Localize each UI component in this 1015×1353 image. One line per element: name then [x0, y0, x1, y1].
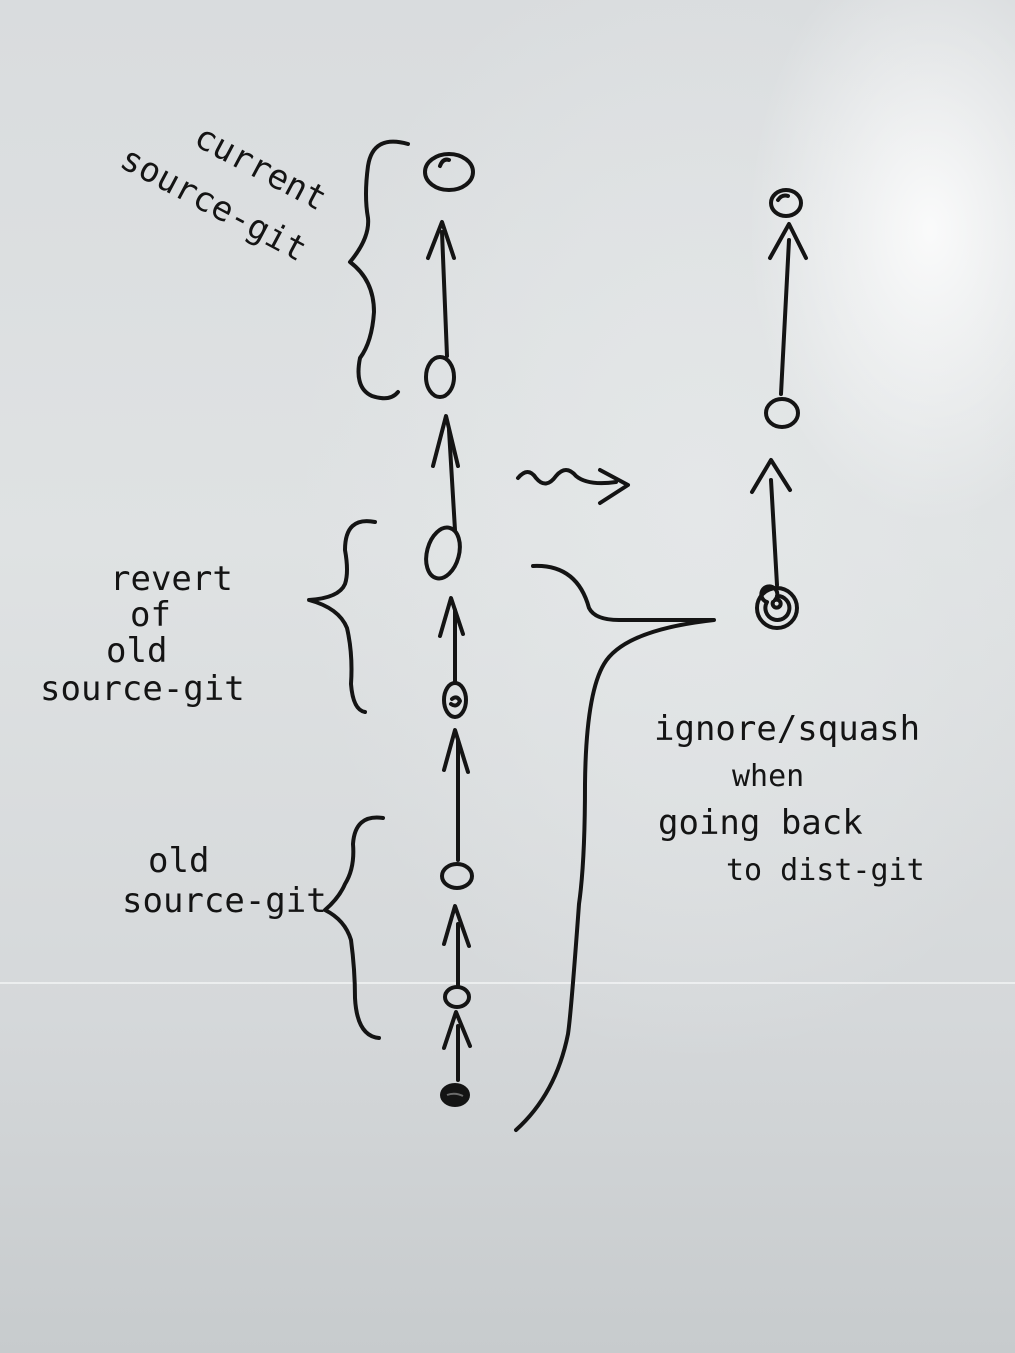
commit-node-revert-bottom — [442, 681, 468, 719]
right-node-top-tick — [776, 193, 790, 202]
commit-node-current-bottom — [424, 355, 456, 399]
label-old-source-git: source-git — [122, 881, 327, 921]
label-revert-source-git: source-git — [40, 669, 245, 709]
right-node-squashed — [755, 584, 799, 630]
right-arrow-bottom — [750, 458, 792, 587]
right-node-top — [769, 188, 803, 218]
arrow-to-current — [431, 414, 460, 532]
right-node-middle — [764, 397, 800, 429]
commit-node-old-bottom — [443, 985, 471, 1009]
brace-revert — [307, 519, 377, 714]
arrow-to-revert — [442, 728, 470, 862]
commit-node-revert-bottom-curl — [449, 695, 462, 708]
arrow-current — [426, 220, 456, 358]
transform-squiggle-arrow — [516, 468, 630, 505]
board-seam — [0, 982, 1015, 984]
brace-current — [348, 139, 410, 401]
commit-node-current-top — [423, 152, 475, 192]
note-when: when — [732, 759, 804, 794]
arrow-old — [442, 904, 471, 988]
commit-node-root — [440, 1083, 470, 1107]
commit-node-current-top-tick — [438, 157, 451, 168]
arrow-root — [442, 1010, 472, 1082]
squash-bracket — [514, 563, 716, 1132]
commit-node-old-top — [440, 862, 474, 890]
note-to-dist-git: to dist-git — [726, 853, 925, 888]
label-old: old — [148, 841, 209, 881]
note-ignore-squash: ignore/squash — [654, 709, 920, 749]
label-revert: revert — [110, 559, 233, 599]
arrow-revert — [438, 596, 465, 684]
commit-node-revert-top — [424, 525, 462, 581]
label-of: of — [130, 595, 171, 635]
right-arrow-top — [768, 222, 808, 396]
commit-node-root-highlight — [446, 1092, 464, 1097]
brace-old — [323, 815, 385, 1040]
label-revert-old: old — [106, 631, 167, 671]
note-going-back: going back — [658, 803, 863, 843]
